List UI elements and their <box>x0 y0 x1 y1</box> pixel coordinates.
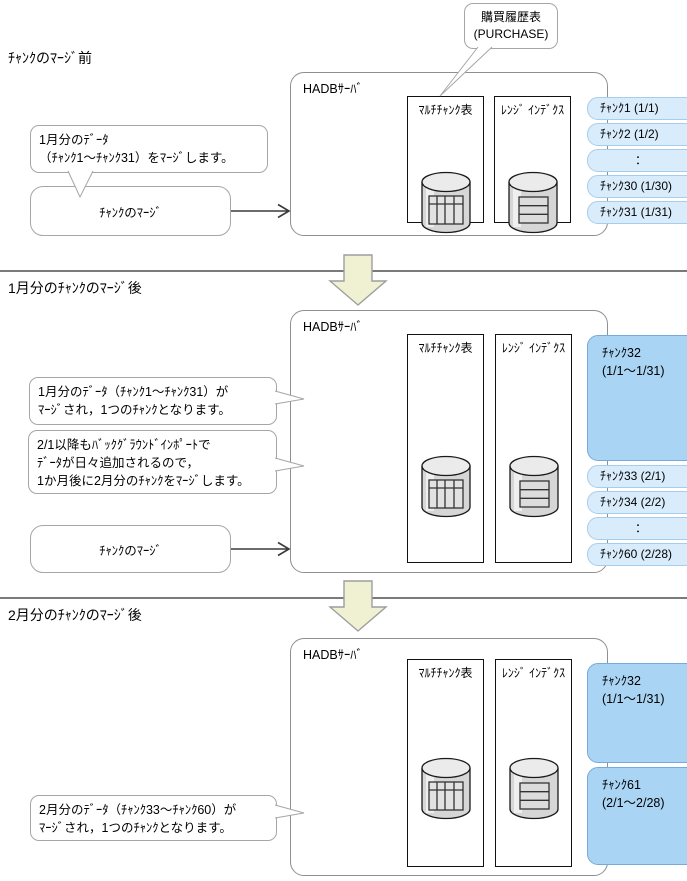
multi-chunk-table-label: ﾏﾙﾁﾁｬﾝｸ表 <box>418 341 473 355</box>
section-divider-1 <box>0 270 687 272</box>
section1-explanation-bubble: 1月分のﾃﾞｰﾀ （ﾁｬﾝｸ1～ﾁｬﾝｸ31）をﾏｰｼﾞします。 <box>30 125 268 173</box>
database-table-icon <box>421 757 471 820</box>
bubble-line: 2/1以降もﾊﾞｯｸｸﾞﾗｳﾝﾄﾞｲﾝﾎﾟｰﾄで <box>37 438 211 452</box>
bubble-line: （ﾁｬﾝｸ1～ﾁｬﾝｸ31）をﾏｰｼﾞします。 <box>39 151 234 165</box>
chunk-row: ﾁｬﾝｸ30 (1/30) <box>587 175 687 198</box>
section2-title: 1月分のﾁｬﾝｸのﾏｰｼﾞ後 <box>8 280 142 296</box>
down-block-arrow-icon <box>328 254 388 306</box>
range-index-box-3: ﾚﾝｼﾞ ｲﾝﾃﾞｸｽ <box>495 659 572 867</box>
bubble-line: 1か月後に2月分のﾁｬﾝｸをﾏｰｼﾞします。 <box>37 474 250 488</box>
merged-chunk32-block: ﾁｬﾝｸ32 (1/1～1/31) <box>587 335 687 461</box>
purchase-table-callout: 購買履歴表 (PURCHASE) <box>464 3 558 49</box>
section2-background-import-bubble: 2/1以降もﾊﾞｯｸｸﾞﾗｳﾝﾄﾞｲﾝﾎﾟｰﾄで ﾃﾞｰﾀが日々追加されるので，… <box>28 430 277 494</box>
chunk-row: ﾁｬﾝｸ60 (2/28) <box>587 543 687 566</box>
database-index-icon <box>508 171 558 234</box>
purchase-callout-line2: (PURCHASE) <box>473 27 549 41</box>
database-index-icon <box>509 757 559 820</box>
chunk-row: ﾁｬﾝｸ33 (2/1) <box>587 465 687 488</box>
chunk-row: ﾁｬﾝｸ31 (1/31) <box>587 201 687 224</box>
bubble-line: ﾏｰｼﾞされ，1つのﾁｬﾝｸとなります。 <box>38 403 231 417</box>
bubble-line: ﾃﾞｰﾀが日々追加されるので， <box>37 456 200 470</box>
chunk-merge-operation-box-2: ﾁｬﾝｸのﾏｰｼﾞ <box>30 525 231 573</box>
section3-merged-bubble: 2月分のﾃﾞｰﾀ（ﾁｬﾝｸ33～ﾁｬﾝｸ60）が ﾏｰｼﾞされ，1つのﾁｬﾝｸと… <box>30 795 277 841</box>
range-index-label: ﾚﾝｼﾞ ｲﾝﾃﾞｸｽ <box>500 103 565 117</box>
right-arrow-icon <box>231 203 291 219</box>
merge-label: ﾁｬﾝｸのﾏｰｼﾞ <box>99 205 162 220</box>
range-index-box-2: ﾚﾝｼﾞ ｲﾝﾃﾞｸｽ <box>495 334 572 563</box>
range-index-box-1: ﾚﾝｼﾞ ｲﾝﾃﾞｸｽ <box>494 96 571 234</box>
hadb-server-box-3: HADBｻｰﾊﾞ ﾁｬﾝｸ32 (1/1～1/31) ﾁｬﾝｸ61 (2/1～2… <box>290 638 687 876</box>
range-index-label: ﾚﾝｼﾞ ｲﾝﾃﾞｸｽ <box>501 666 566 680</box>
hadb-server-box-1: HADBｻｰﾊﾞ ﾁｬﾝｸ1 (1/1) ﾁｬﾝｸ2 (1/2) ： ﾁｬﾝｸ3… <box>290 72 687 236</box>
multi-chunk-table-box-1: ﾏﾙﾁﾁｬﾝｸ表 <box>407 96 484 234</box>
merge-label: ﾁｬﾝｸのﾏｰｼﾞ <box>99 543 162 558</box>
purchase-callout-line1: 購買履歴表 <box>480 10 541 24</box>
database-table-icon <box>421 455 471 518</box>
chunk-row: ﾁｬﾝｸ2 (1/2) <box>587 123 687 146</box>
chunk-row-ellipsis: ： <box>587 517 687 540</box>
multi-chunk-table-box-3: ﾏﾙﾁﾁｬﾝｸ表 <box>407 659 484 867</box>
merged-chunk32-block: ﾁｬﾝｸ32 (1/1～1/31) <box>587 663 687 763</box>
chunk-row: ﾁｬﾝｸ34 (2/2) <box>587 491 687 514</box>
merged-chunk61-block: ﾁｬﾝｸ61 (2/1～2/28) <box>587 767 687 865</box>
hadb-server-label: HADBｻｰﾊﾞ <box>303 648 363 662</box>
database-index-icon <box>509 455 559 518</box>
bubble-line: 1月分のﾃﾞｰﾀ <box>39 133 109 147</box>
range-index-label: ﾚﾝｼﾞ ｲﾝﾃﾞｸｽ <box>501 341 566 355</box>
chunk-merge-operation-box-1: ﾁｬﾝｸのﾏｰｼﾞ <box>30 186 231 236</box>
multi-chunk-table-label: ﾏﾙﾁﾁｬﾝｸ表 <box>418 666 473 680</box>
chunk-row: ﾁｬﾝｸ1 (1/1) <box>587 97 687 120</box>
hadb-server-label: HADBｻｰﾊﾞ <box>303 320 363 334</box>
section3-title: 2月分のﾁｬﾝｸのﾏｰｼﾞ後 <box>8 607 142 623</box>
down-block-arrow-icon <box>328 580 388 632</box>
hadb-server-label: HADBｻｰﾊﾞ <box>303 82 363 96</box>
bubble-line: 2月分のﾃﾞｰﾀ（ﾁｬﾝｸ33～ﾁｬﾝｸ60）が <box>39 803 237 817</box>
section-divider-2 <box>0 597 687 599</box>
multi-chunk-table-box-2: ﾏﾙﾁﾁｬﾝｸ表 <box>407 334 484 563</box>
chunk-row-ellipsis: ： <box>587 149 687 172</box>
database-table-icon <box>421 171 471 234</box>
section2-merged-bubble: 1月分のﾃﾞｰﾀ（ﾁｬﾝｸ1～ﾁｬﾝｸ31）が ﾏｰｼﾞされ，1つのﾁｬﾝｸとな… <box>29 377 277 425</box>
hadb-server-box-2: HADBｻｰﾊﾞ ﾁｬﾝｸ32 (1/1～1/31) ﾁｬﾝｸ33 (2/1) … <box>290 310 687 573</box>
section1-title: ﾁｬﾝｸのﾏｰｼﾞ前 <box>8 50 92 66</box>
bubble-line: 1月分のﾃﾞｰﾀ（ﾁｬﾝｸ1～ﾁｬﾝｸ31）が <box>38 385 229 399</box>
bubble-line: ﾏｰｼﾞされ，1つのﾁｬﾝｸとなります。 <box>39 821 232 835</box>
right-arrow-icon <box>231 541 291 557</box>
multi-chunk-table-label: ﾏﾙﾁﾁｬﾝｸ表 <box>418 103 473 117</box>
